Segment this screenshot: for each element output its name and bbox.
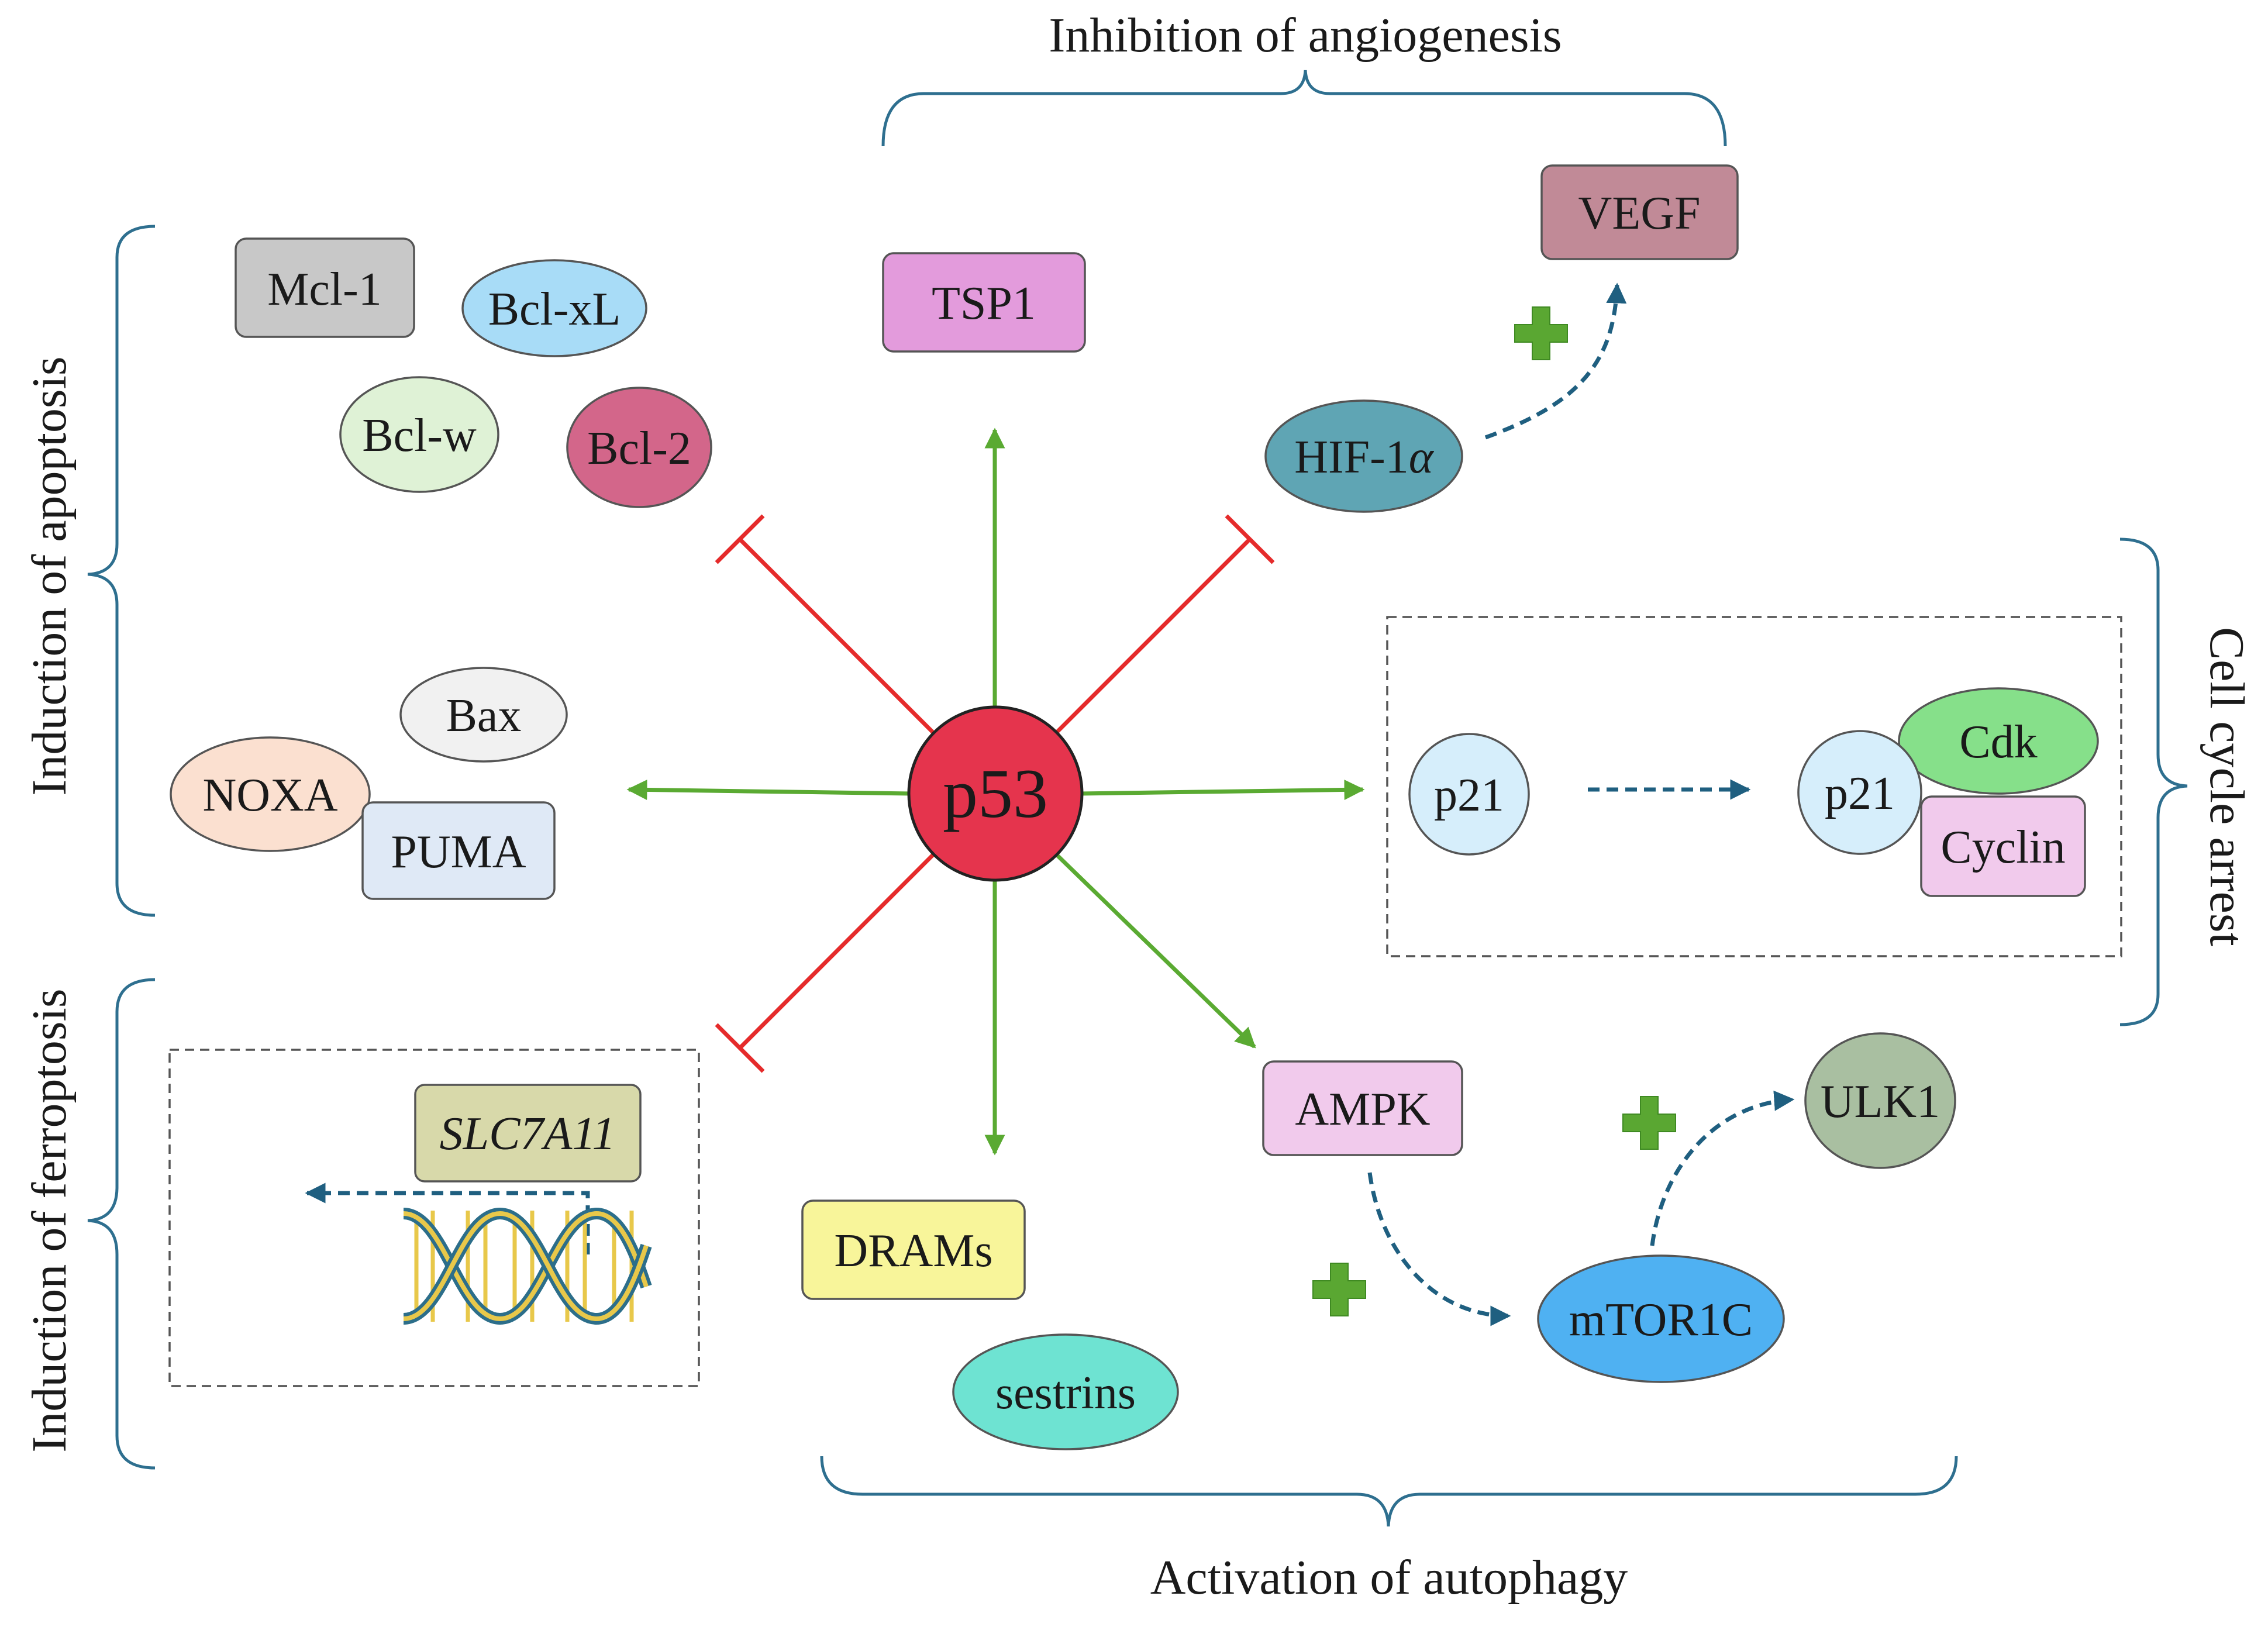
plus-icon-hif1a-vegf <box>1514 306 1568 360</box>
label-vegf: VEGF <box>1578 188 1701 239</box>
node-cyclin <box>1920 795 2086 897</box>
label-cdk: Cdk <box>1959 716 2037 768</box>
label-mcl1: Mcl-1 <box>267 264 382 315</box>
node-p21-complex <box>1797 730 1922 855</box>
label-ulk1: ULK1 <box>1821 1076 1940 1128</box>
node-puma <box>361 801 556 900</box>
edge-p53-inhibits-bcl2 <box>738 537 937 737</box>
node-p53 <box>907 705 1084 882</box>
label-p53: p53 <box>943 754 1048 832</box>
label-bcl2: Bcl-2 <box>587 423 691 474</box>
inhibition-bar-hif1a <box>1225 514 1275 564</box>
label-puma: PUMA <box>391 826 526 878</box>
label-cyclin: Cyclin <box>1940 822 2065 873</box>
label-mtor1c: mTOR1C <box>1569 1294 1753 1346</box>
label-p21-free: p21 <box>1434 770 1504 821</box>
plus-icon-ampk-mtor1c <box>1312 1263 1366 1316</box>
brace-apoptosis <box>87 225 156 917</box>
edge-p53-to-apoptosis-activators <box>626 779 913 800</box>
dashed-arrow-mtor1c-to-ulk1 <box>1650 1090 1795 1246</box>
dashed-arrow-gene-transcription <box>305 1183 590 1254</box>
edge-p53-to-p21 <box>1078 779 1365 800</box>
label-noxa: NOXA <box>202 770 337 821</box>
label-ampk: AMPK <box>1295 1084 1430 1135</box>
label-bclxl: Bcl-xL <box>488 284 621 335</box>
node-ulk1 <box>1804 1032 1956 1169</box>
dna-icon <box>402 1207 652 1325</box>
group-label-apoptosis: Induction of apoptosis <box>22 356 77 795</box>
dashed-arrow-hif1a-to-vegf <box>1484 282 1627 440</box>
dashed-arrow-ampk-to-mtor1c <box>1367 1172 1511 1326</box>
node-slc7a11 <box>414 1084 642 1183</box>
label-sestrins: sestrins <box>995 1367 1136 1419</box>
node-ampk <box>1262 1060 1463 1156</box>
edge-p53-inhibits-slc7a11 <box>738 850 937 1050</box>
label-tsp1: TSP1 <box>932 278 1036 329</box>
label-bclw: Bcl-w <box>362 410 477 461</box>
group-label-cell-cycle: Cell cycle arrest <box>2200 627 2254 946</box>
group-label-autophagy: Activation of autophagy <box>1150 1550 1628 1605</box>
cell-cycle-box <box>1386 616 2122 957</box>
plus-icon-mtor1c-ulk1 <box>1622 1096 1676 1150</box>
node-bclw <box>339 376 499 493</box>
label-drams: DRAMs <box>834 1225 992 1277</box>
label-bax: Bax <box>446 690 522 742</box>
node-bax <box>399 667 568 763</box>
node-cdk <box>1898 687 2099 795</box>
label-hif1a: HIF-1α <box>1294 432 1435 483</box>
label-slc7a11: SLC7A11 <box>440 1108 616 1160</box>
edge-p53-to-ampk <box>1051 849 1256 1049</box>
inhibition-bar-bcl2 <box>715 514 765 564</box>
group-label-angiogenesis: Inhibition of angiogenesis <box>1049 8 1562 63</box>
brace-autophagy <box>820 1456 1958 1527</box>
node-sestrins <box>952 1333 1179 1450</box>
node-mtor1c <box>1537 1254 1785 1383</box>
node-hif1a <box>1264 399 1463 513</box>
edge-p53-inhibits-hif1a <box>1052 537 1252 737</box>
label-p21-complex: p21 <box>1825 768 1895 819</box>
node-drams <box>801 1199 1026 1300</box>
node-mcl1 <box>235 237 415 338</box>
ferroptosis-box <box>168 1049 700 1387</box>
node-p21-free <box>1408 733 1530 856</box>
node-noxa <box>170 736 371 852</box>
inhibition-bar-slc7a11 <box>715 1023 765 1073</box>
brace-angiogenesis <box>881 70 1727 147</box>
brace-ferroptosis <box>87 978 156 1470</box>
node-vegf <box>1540 164 1739 260</box>
node-bcl2 <box>566 387 712 508</box>
group-label-ferroptosis: Induction of ferroptosis <box>22 988 77 1452</box>
brace-cell-cycle <box>2119 537 2188 1026</box>
node-tsp1 <box>882 252 1086 353</box>
node-bclxl <box>461 259 647 357</box>
